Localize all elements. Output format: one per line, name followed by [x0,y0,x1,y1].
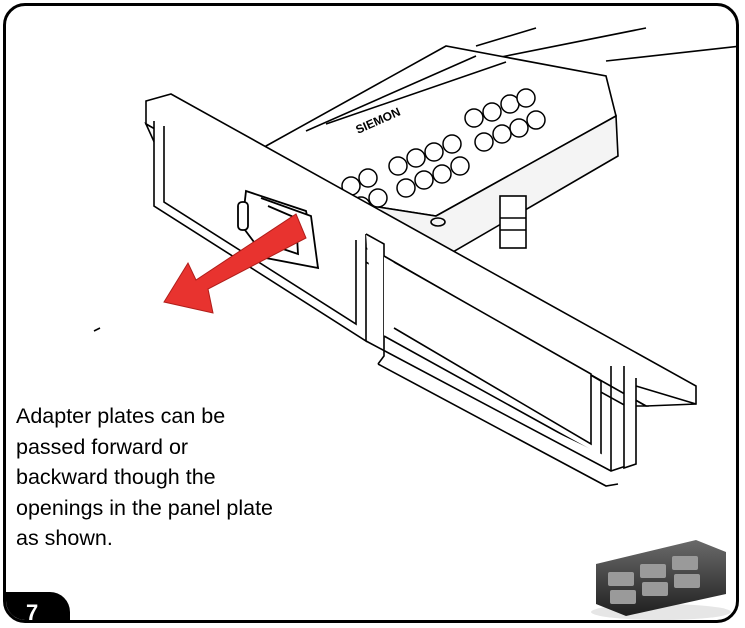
caption-line: as shown. [16,526,113,550]
instruction-frame: SIEMON [3,3,739,623]
cable-line [495,27,647,59]
step-number-badge: 7 [6,592,70,620]
cable-line [605,45,736,62]
stray-mark [93,327,101,332]
panel-illustration: SIEMON [93,27,736,487]
caption-line: Adapter plates can be [16,404,226,428]
mounting-hole [430,217,446,227]
adapter-photo [591,540,731,620]
caption-line: backward though the [16,465,216,489]
cable-line [475,27,537,47]
motion-arrow [163,213,307,314]
caption-line: openings in the panel plate [16,495,274,520]
panel-plate [144,93,697,487]
instruction-caption: Adapter plates can be passed forward or … [16,401,346,554]
latch-tab [499,195,527,249]
caption-line: passed forward or [16,434,189,459]
